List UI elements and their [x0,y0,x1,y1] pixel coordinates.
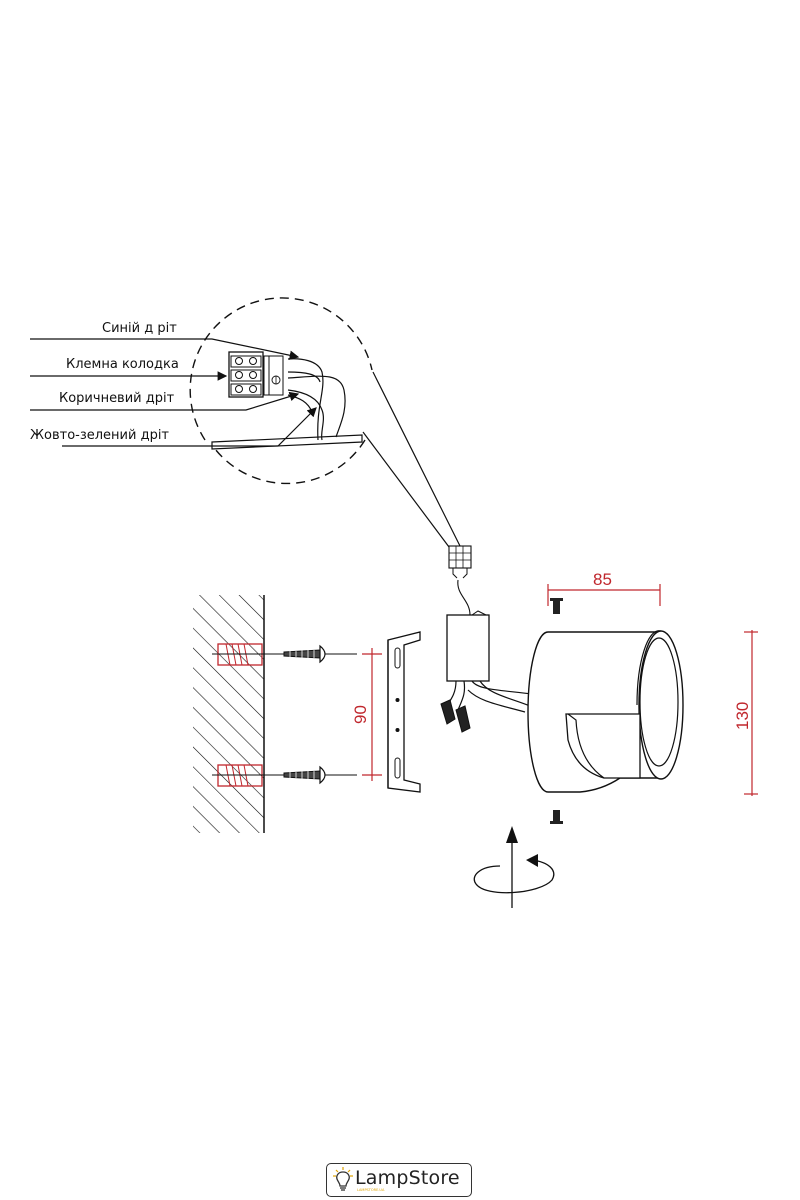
lightbulb-icon [333,1167,353,1191]
screw-bottom [283,765,326,785]
mounting-bracket [387,631,421,793]
detail-zoom-group [189,297,464,553]
detail-circle-lower [211,439,366,485]
zoom-line-right [372,371,464,553]
dimension-mount-spacing: 90 [351,648,382,781]
dimension-width: 85 [547,570,661,606]
dimension-130-label: 130 [733,702,752,730]
dimension-height: 130 [733,630,758,796]
lamp-body [527,598,684,824]
terminal-block-small [448,545,472,616]
rotation-indicator [473,826,555,908]
wall-section [193,595,265,833]
screw-top [283,644,326,664]
led-driver-box [440,610,533,733]
callout-brown-wire: Коричневий дріт [59,391,175,406]
detail-circle [189,297,373,441]
terminal-block-detail [228,351,284,398]
dimension-85-label: 85 [593,570,612,589]
callout-labels: Синій д ріт Клемна колодка Коричневий др… [30,321,317,447]
callout-terminal-block: Клемна колодка [66,357,179,372]
brand-name: LampStore [355,1167,460,1189]
callout-blue-wire: Синій д ріт [102,321,177,336]
dimension-90-label: 90 [351,705,370,724]
callout-ground-wire: Жовто-зелений дріт [30,428,169,443]
brand-logo: LampStore LAMPSTORE.UA [326,1163,472,1197]
zoom-line-left [362,431,453,552]
brand-tagline: LAMPSTORE.UA [357,1188,385,1192]
anchor-bottom [212,764,357,787]
